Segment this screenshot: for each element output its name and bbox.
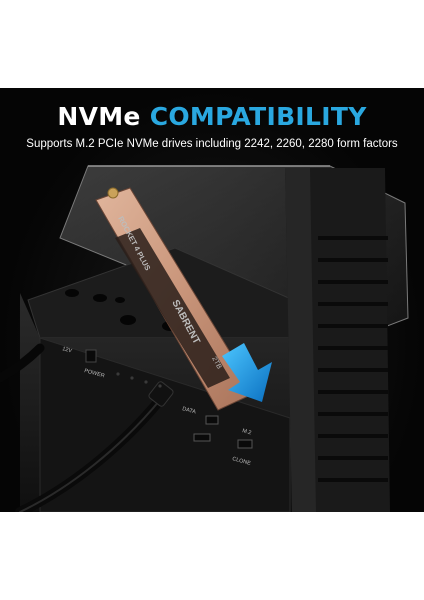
ssd-mounting-hole	[107, 187, 119, 199]
product-image-frame: NVMe COMPATIBILITY Supports M.2 PCIe NVM…	[0, 88, 424, 512]
cables	[0, 343, 174, 512]
led-indicators	[116, 372, 162, 388]
insert-arrow-icon	[222, 343, 272, 402]
label-12v: 12V	[61, 346, 72, 354]
label-m2: M.2	[241, 428, 251, 436]
label-power: POWER	[83, 368, 105, 379]
power-cable	[0, 343, 45, 383]
headline-compatibility: COMPATIBILITY	[149, 102, 367, 131]
dock-right-tower-face	[285, 168, 316, 512]
headline: NVMe COMPATIBILITY	[0, 102, 424, 131]
dock-scene: ROCKET 4 PLUS SABRENT 2TB 12V POWER DATA…	[0, 165, 409, 512]
label-clone: CLONE	[231, 456, 251, 467]
mode-switch	[205, 415, 219, 425]
usb-cable-highlight	[19, 399, 161, 512]
ssd-card: ROCKET 4 PLUS SABRENT 2TB	[95, 187, 256, 411]
usb-plug	[148, 381, 174, 407]
label-data: DATA	[181, 406, 196, 415]
mode-switch-2	[193, 433, 211, 442]
front-panel-controls: 12V POWER DATA M.2 CLONE	[61, 346, 253, 467]
subheadline: Supports M.2 PCIe NVMe drives including …	[26, 138, 398, 150]
power-switch	[85, 349, 97, 363]
clone-button	[237, 439, 253, 449]
ssd-black-label-area	[115, 228, 230, 388]
cooling-fins	[318, 236, 388, 482]
headline-nvme: NVMe	[57, 102, 141, 131]
